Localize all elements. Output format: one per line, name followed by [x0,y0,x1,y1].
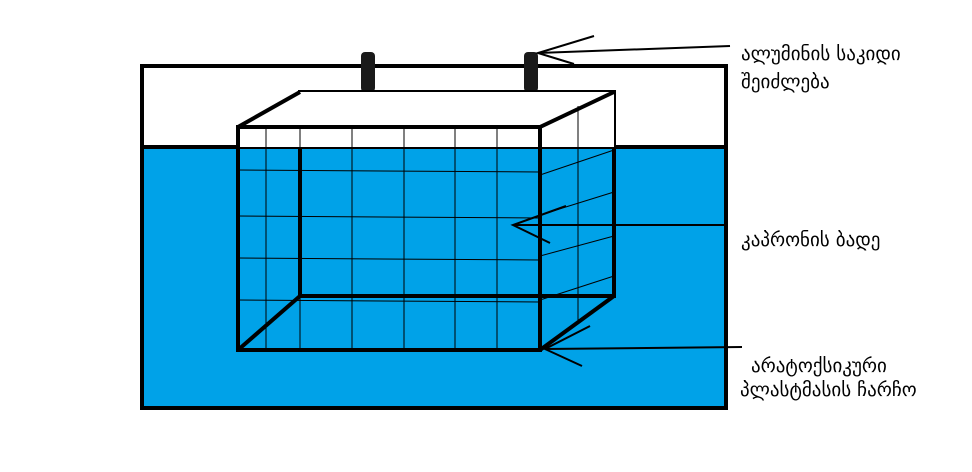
label-frame-line2: პლასტმასის ჩარჩო [740,379,917,401]
tank-outline [140,64,728,410]
mesh-grid [237,106,615,350]
arrow-rods [537,45,731,54]
cage-top-white [238,92,614,147]
hanger-rod-right [524,52,538,92]
hanger-rod-left [361,52,375,92]
water-area [142,148,726,408]
label-rods-line1: ალუმინის საკიდი [741,43,901,65]
arrow-frame [544,346,743,350]
label-mesh: კაპრონის ბადე [741,229,881,251]
label-frame-line1: არატოქსიკური [751,355,887,377]
pointer-arrows [510,35,743,367]
label-rods-line2: შეიძლება [741,71,830,93]
